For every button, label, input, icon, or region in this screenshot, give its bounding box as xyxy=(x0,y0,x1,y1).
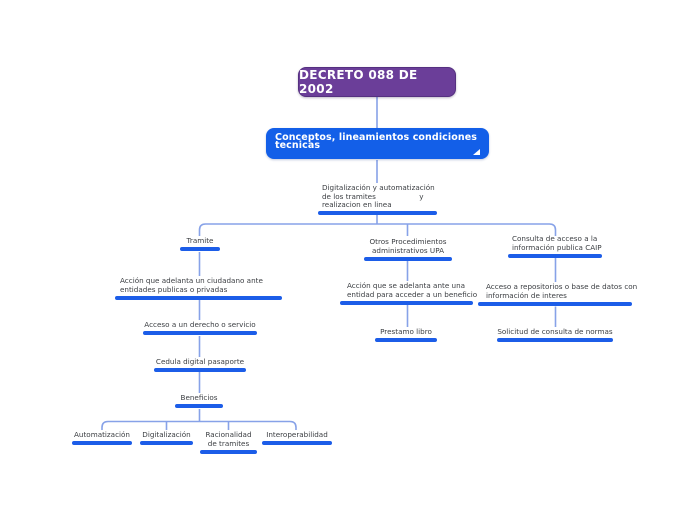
node-otros-upa[interactable]: Otros Procedimientos administrativos UPA xyxy=(364,237,452,261)
node-conceptos-line2: tecnicas xyxy=(275,140,321,151)
node-solicitud-normas[interactable]: Solicitud de consulta de normas xyxy=(497,327,613,342)
node-consulta-caip[interactable]: Consulta de acceso a la información publ… xyxy=(508,234,602,258)
label-line: Acción que adelanta un ciudadano ante xyxy=(120,276,263,285)
label-line: información de interes xyxy=(486,290,567,300)
node-cedula[interactable]: Cedula digital pasaporte xyxy=(154,357,246,372)
label-line: de los tramites y xyxy=(322,191,424,201)
label-line: Tramite xyxy=(186,236,214,245)
label-line: Acceso a repositorios o base de datos co… xyxy=(486,282,638,291)
label-line: Cedula digital pasaporte xyxy=(155,357,245,366)
label-line: Automatización xyxy=(74,430,130,439)
label-line: Digitalización y automatización xyxy=(322,183,435,192)
label-line: Acción que se adelanta ante una xyxy=(347,281,466,290)
node-underline xyxy=(508,253,602,258)
label-line: entidad para acceder a un beneficio xyxy=(347,289,478,299)
node-racionalidad-label: Racionalidad de tramites xyxy=(200,430,257,448)
label-line: Consulta de acceso a la xyxy=(512,234,598,243)
label-line: Solicitud de consulta de normas xyxy=(497,327,613,336)
node-underline xyxy=(340,300,473,305)
node-automatizacion[interactable]: Automatización xyxy=(72,430,132,445)
label-line: Interoperabilidad xyxy=(266,430,328,439)
label-line: Beneficios xyxy=(180,393,218,402)
label-line: entidades publicas o privadas xyxy=(120,284,228,294)
node-accion-ciudadano-label: Acción que adelanta un ciudadano ante en… xyxy=(115,276,282,294)
node-tramite-label: Tramite xyxy=(180,236,220,246)
node-digitalizacion-beneficio-label: Digitalización xyxy=(140,430,193,440)
label-line: Otros Procedimientos xyxy=(369,237,447,246)
node-accion-ciudadano[interactable]: Acción que adelanta un ciudadano ante en… xyxy=(115,276,282,300)
node-digitalizacion-beneficio[interactable]: Digitalización xyxy=(140,430,193,445)
node-interoperabilidad-label: Interoperabilidad xyxy=(262,430,332,440)
node-underline xyxy=(175,404,223,408)
node-underline xyxy=(115,295,282,300)
node-underline xyxy=(262,441,332,445)
node-underline xyxy=(140,441,193,445)
label-line: realizacion en linea xyxy=(322,200,392,209)
node-underline xyxy=(318,211,437,215)
node-acceso-derecho-label: Acceso a un derecho o servicio xyxy=(143,320,257,330)
node-underline xyxy=(180,247,220,251)
node-underline xyxy=(200,449,257,454)
node-underline xyxy=(364,256,452,261)
node-automatizacion-label: Automatización xyxy=(72,430,132,440)
label-line: Racionalidad xyxy=(205,430,252,439)
node-decreto-label: DECRETO 088 DE 2002 xyxy=(299,68,418,96)
node-racionalidad[interactable]: Racionalidad de tramites xyxy=(200,430,257,454)
node-beneficios[interactable]: Beneficios xyxy=(175,393,223,408)
label-line: administrativos UPA xyxy=(372,245,444,255)
node-underline xyxy=(143,331,257,335)
node-underline xyxy=(497,338,613,342)
node-digitalizacion[interactable]: Digitalización y automatización de los t… xyxy=(318,183,437,215)
node-digitalizacion-label: Digitalización y automatización de los t… xyxy=(318,183,437,210)
collapse-icon[interactable] xyxy=(473,149,480,155)
label-line: Prestamo libro xyxy=(380,327,432,336)
connector-beneficios-children xyxy=(101,409,297,430)
node-otros-upa-label: Otros Procedimientos administrativos UPA xyxy=(364,237,452,255)
node-underline xyxy=(375,338,437,342)
node-prestamo-label: Prestamo libro xyxy=(375,327,437,337)
node-interoperabilidad[interactable]: Interoperabilidad xyxy=(262,430,332,445)
node-decreto[interactable]: DECRETO 088 DE 2002 xyxy=(298,67,456,97)
node-prestamo[interactable]: Prestamo libro xyxy=(375,327,437,342)
label-line: Digitalización xyxy=(142,430,191,439)
node-accion-entidad-label: Acción que se adelanta ante una entidad … xyxy=(340,281,477,299)
node-underline xyxy=(478,301,632,306)
node-accion-entidad[interactable]: Acción que se adelanta ante una entidad … xyxy=(340,281,477,305)
label-line: Acceso a un derecho o servicio xyxy=(144,320,256,329)
node-tramite[interactable]: Tramite xyxy=(180,236,220,251)
node-cedula-label: Cedula digital pasaporte xyxy=(154,357,246,367)
label-line: de tramites xyxy=(207,438,250,448)
node-underline xyxy=(72,441,132,445)
node-beneficios-label: Beneficios xyxy=(175,393,223,403)
label-line: información publica CAIP xyxy=(512,242,602,252)
node-solicitud-normas-label: Solicitud de consulta de normas xyxy=(497,327,613,337)
node-consulta-caip-label: Consulta de acceso a la información publ… xyxy=(508,234,602,252)
node-acceso-derecho[interactable]: Acceso a un derecho o servicio xyxy=(143,320,257,335)
connector-digitalizacion-children xyxy=(198,215,557,236)
node-conceptos[interactable]: Conceptos, lineamientos condiciones tecn… xyxy=(266,128,489,159)
node-acceso-repositorios-label: Acceso a repositorios o base de datos co… xyxy=(478,282,637,300)
node-conceptos-line1: Conceptos, lineamientos condiciones xyxy=(275,132,478,143)
node-acceso-repositorios[interactable]: Acceso a repositorios o base de datos co… xyxy=(478,282,637,306)
node-underline xyxy=(154,368,246,372)
